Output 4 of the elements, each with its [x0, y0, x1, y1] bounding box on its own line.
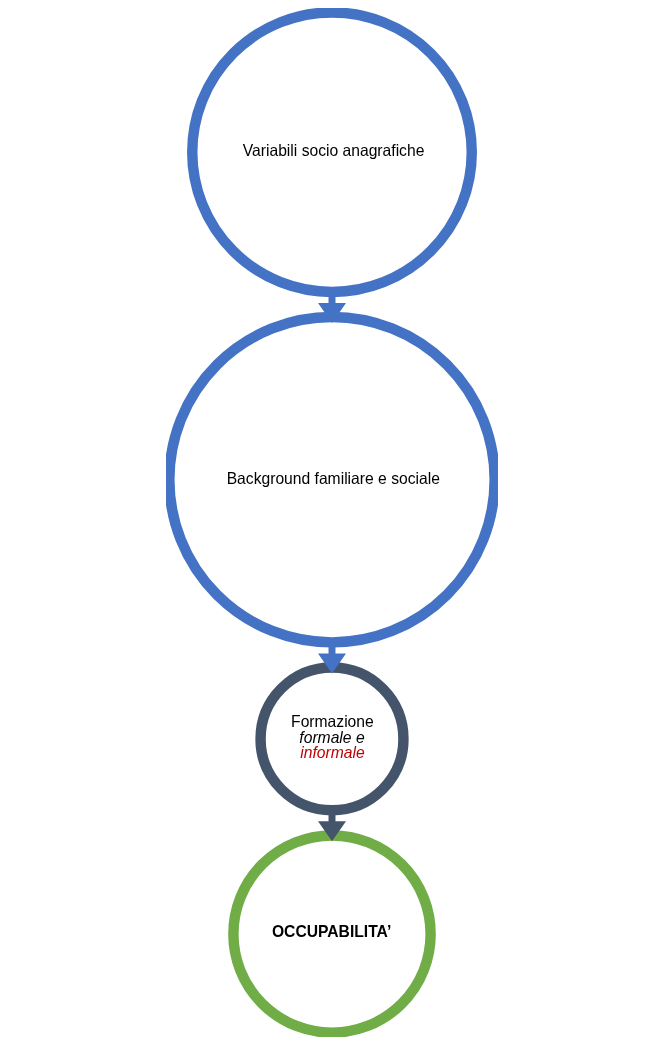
node-circle: OCCUPABILITA’ — [228, 830, 436, 1037]
node-circle: Background familiare e sociale — [166, 311, 498, 648]
node-circle: Variabili socio anagrafiche — [187, 8, 477, 298]
node-circle: Formazione formale e informale — [255, 662, 409, 816]
